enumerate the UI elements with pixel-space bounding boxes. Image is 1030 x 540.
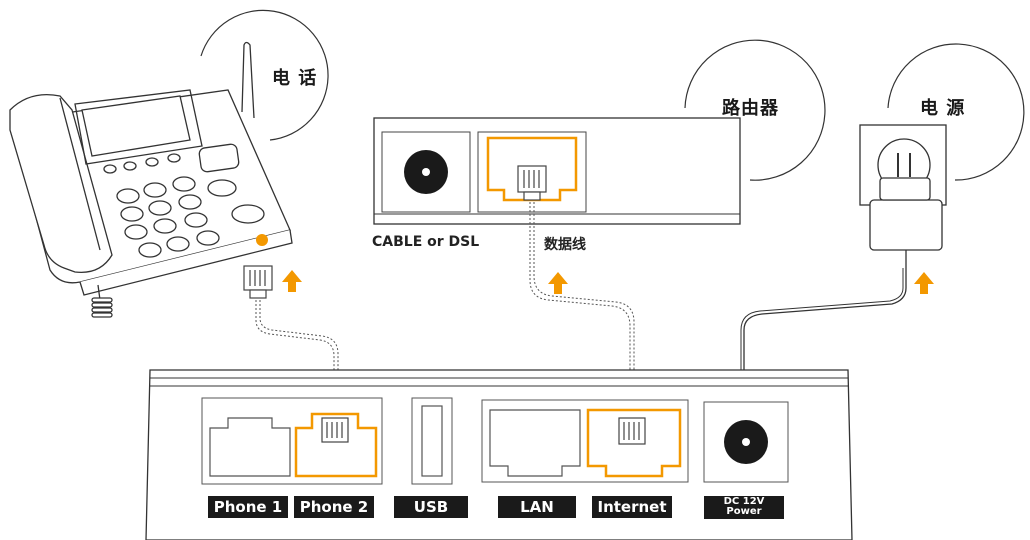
phone-label: 电 话 (272, 68, 318, 89)
internet-plug (618, 417, 646, 445)
wall-outlet (859, 124, 947, 268)
phone-display (81, 95, 191, 157)
phone-bubble-arc (200, 9, 329, 141)
power-adapter (869, 199, 943, 251)
router-label: 路由器 (722, 98, 779, 119)
cable-dsl-caption: CABLE or DSL (372, 234, 480, 250)
lan-port-label: LAN (498, 496, 576, 518)
phone2-socket (294, 412, 378, 478)
phone-plug (243, 265, 273, 299)
router-bubble-arc (684, 39, 826, 181)
router-device (373, 117, 741, 225)
telephone-illustration (9, 41, 293, 318)
power-cable (743, 268, 907, 376)
internet-cable (529, 202, 631, 420)
phone1-socket (209, 417, 291, 477)
phone-port-indicator (256, 234, 268, 246)
phone2-plug (321, 417, 349, 443)
phone-cord (91, 284, 113, 318)
dc-power-port-label: DC 12V Power (704, 496, 784, 519)
lan-socket (489, 409, 581, 477)
phone-cable (255, 296, 335, 418)
power-label: 电 源 (920, 98, 966, 119)
arrow-up-icon (548, 272, 568, 294)
usb-port-label: USB (394, 496, 468, 518)
phone-antenna (241, 41, 255, 119)
phone-handset (9, 93, 113, 274)
phone2-port-label: Phone 2 (294, 496, 374, 518)
power-bubble-arc (887, 43, 1025, 181)
internet-port-label: Internet (592, 496, 672, 518)
router-plug (517, 165, 547, 201)
dc-label-line2: Power (726, 506, 762, 517)
phone-keypad (116, 176, 265, 258)
dc-label-line1: DC 12V (723, 496, 765, 507)
arrow-up-icon (914, 272, 934, 294)
arrow-up-icon (282, 270, 302, 292)
data-line-caption: 数据线 (544, 237, 586, 253)
usb-socket (421, 405, 443, 477)
phone1-port-label: Phone 1 (208, 496, 288, 518)
